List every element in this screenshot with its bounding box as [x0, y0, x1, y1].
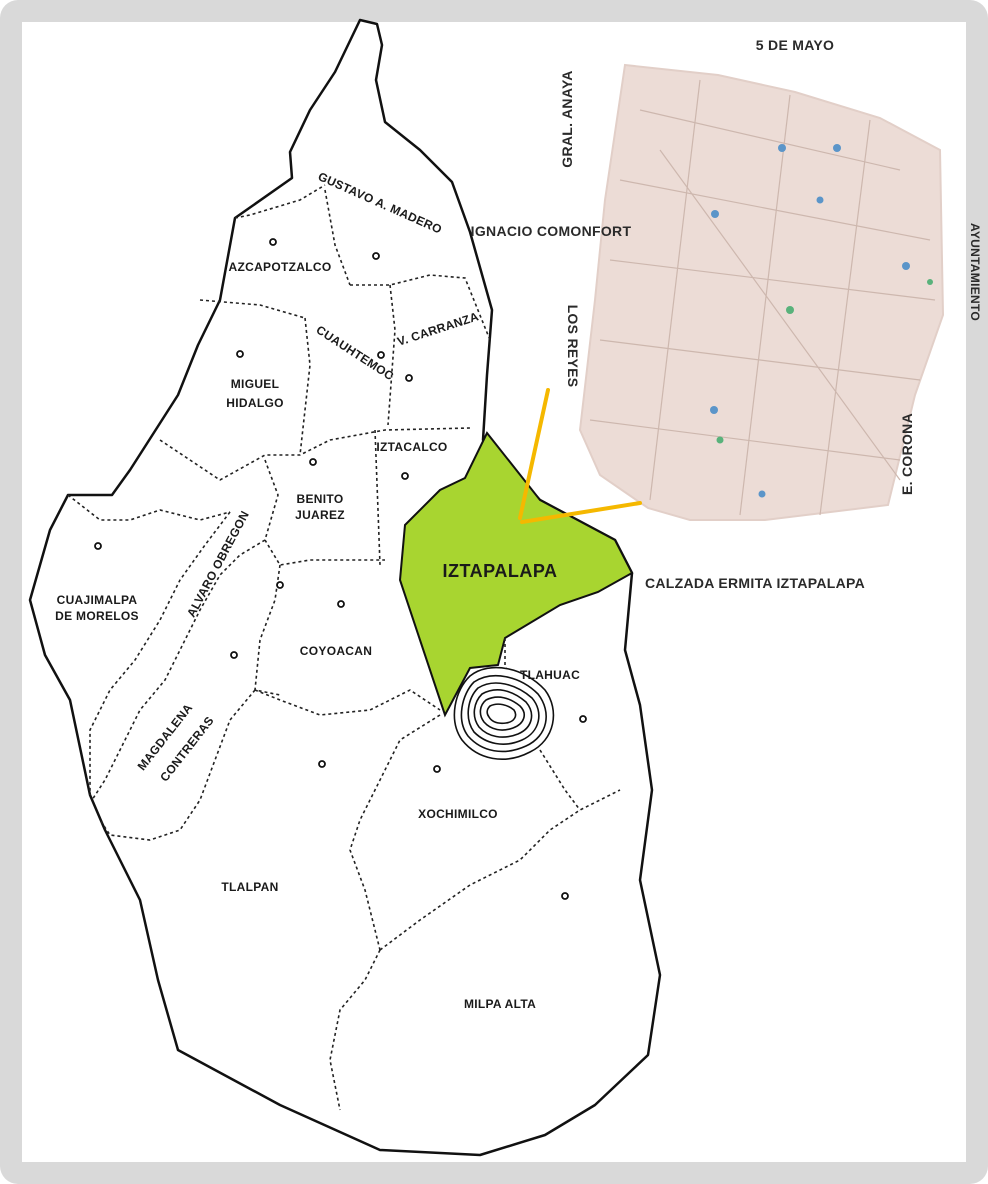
seat-marker-icon — [94, 542, 102, 550]
borough-seat-markers — [94, 238, 587, 900]
label-miguel-hidalgo-line2: HIDALGO — [226, 396, 284, 410]
label-tlahuac: TLAHUAC — [519, 668, 581, 682]
inset-marker-icon — [710, 406, 718, 414]
seat-marker-icon — [377, 351, 385, 359]
street-cinco-de-mayo: 5 DE MAYO — [755, 37, 835, 53]
seat-marker-icon — [318, 760, 326, 768]
inset-marker-icon — [927, 279, 933, 285]
inset-street-map — [578, 63, 945, 521]
inset-marker-icon — [786, 306, 794, 314]
label-coyoacan: COYOACAN — [299, 644, 373, 658]
seat-marker-icon — [405, 374, 413, 382]
seat-marker-icon — [401, 472, 409, 480]
label-tlalpan: TLALPAN — [221, 880, 279, 894]
label-iztacalco: IZTACALCO — [376, 440, 448, 454]
inset-marker-icon — [711, 210, 719, 218]
inset-marker-icon — [758, 490, 766, 498]
label-xochimilco: XOCHIMILCO — [418, 807, 498, 821]
pointer-arrows — [518, 388, 642, 524]
seat-marker-icon — [276, 581, 284, 589]
borough-boundaries — [67, 184, 621, 1111]
seat-marker-icon — [337, 600, 345, 608]
street-calzada-ermita: CALZADA ERMITA IZTAPALAPA — [644, 575, 866, 591]
seat-marker-icon — [433, 765, 441, 773]
seat-marker-icon — [269, 238, 277, 246]
street-ayuntamiento: AYUNTAMIENTO — [968, 222, 982, 322]
street-gral-anaya: GRAL. ANAYA — [559, 70, 575, 168]
inset-marker-icon — [902, 262, 910, 270]
seat-marker-icon — [579, 715, 587, 723]
inset-marker-icon — [816, 196, 824, 204]
inset-marker-icon — [833, 144, 841, 152]
iztapalapa-region — [398, 431, 634, 718]
label-cuajimalpa-line2: DE MORELOS — [55, 609, 139, 623]
street-los-reyes: LOS REYES — [565, 304, 581, 388]
label-cuajimalpa-line1: CUAJIMALPA — [56, 593, 138, 607]
seat-marker-icon — [230, 651, 238, 659]
hill-contour-icon — [453, 666, 555, 760]
label-milpa-alta: MILPA ALTA — [463, 997, 537, 1011]
seat-marker-icon — [309, 458, 317, 466]
street-e-corona: E. CORONA — [899, 412, 915, 496]
label-benito-juarez-line1: BENITO — [296, 492, 344, 506]
inset-marker-icon — [778, 144, 786, 152]
arrow-ermita — [520, 501, 642, 524]
seat-marker-icon — [236, 350, 244, 358]
label-azcapotzalco: AZCAPOTZALCO — [228, 260, 332, 274]
label-iztapalapa: IZTAPALAPA — [442, 561, 558, 581]
inset-marker-icon — [716, 436, 724, 444]
label-miguel-hidalgo-line1: MIGUEL — [230, 377, 280, 391]
city-outline — [28, 18, 662, 1157]
arrow-los-reyes — [518, 388, 550, 520]
seat-marker-icon — [372, 252, 380, 260]
street-ignacio-comonfort: IGNACIO COMONFORT — [470, 223, 632, 239]
label-benito-juarez-line2: JUAREZ — [295, 508, 345, 522]
seat-marker-icon — [561, 892, 569, 900]
